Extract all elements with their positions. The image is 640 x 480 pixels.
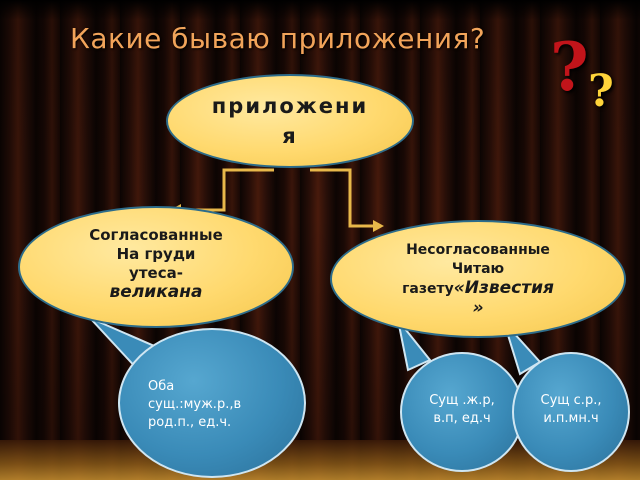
root-node-label-line2: я (282, 124, 298, 148)
curtain-valance (0, 0, 640, 20)
page-title: Какие бываю приложения? (70, 22, 486, 55)
connector-right-arrow (310, 168, 376, 228)
callout-line: и.п.мн.ч (543, 411, 599, 426)
unagreed-node: Несогласованные Читаю газету«Известия » (330, 220, 626, 338)
callout-line: Оба (148, 379, 175, 394)
callout-bubble-agreed: Оба сущ.:муж.р.,в род.п., ед.ч. (118, 328, 306, 478)
callout-bubble-newspaper: Сущ .ж.р, в.п, ед.ч (400, 352, 524, 472)
question-mark-red-icon: ? (550, 28, 589, 106)
unagreed-node-example-word: газету (402, 280, 454, 297)
unagreed-node-example-line2: газету«Известия (402, 277, 554, 299)
agreed-node-example-line1: На груди (116, 245, 196, 263)
callout-line: Сущ с.р., (540, 393, 602, 408)
callout-line: в.п, ед.ч (433, 411, 491, 426)
agreed-node-example-line2: утеса- (129, 264, 183, 282)
bubble-tail-2 (397, 319, 432, 372)
agreed-node: Согласованные На груди утеса- великана (18, 206, 294, 328)
callout-bubble-agreed-text: Оба сущ.:муж.р.,в род.п., ед.ч. (148, 378, 288, 432)
question-mark-yellow-icon: ? (588, 66, 614, 117)
callout-line: сущ.:муж.р.,в (148, 397, 242, 412)
callout-line: Сущ .ж.р, (429, 393, 495, 408)
root-node: приложени я (166, 74, 414, 168)
root-node-label-line1: приложени (211, 94, 369, 118)
unagreed-node-example-title: «Известия (453, 277, 554, 298)
agreed-node-heading: Согласованные (89, 226, 223, 244)
unagreed-node-heading: Несогласованные (406, 241, 550, 258)
callout-bubble-title: Сущ с.р., и.п.мн.ч (512, 352, 630, 472)
unagreed-node-example-line1: Читаю (451, 260, 505, 277)
arrowhead-right (373, 220, 384, 232)
agreed-node-example-line3: великана (109, 282, 203, 302)
callout-bubble-title-text: Сущ с.р., и.п.мн.ч (514, 392, 628, 428)
connector-left-arrow (178, 168, 274, 212)
callout-bubble-newspaper-text: Сущ .ж.р, в.п, ед.ч (402, 392, 522, 428)
callout-line: род.п., ед.ч. (148, 415, 232, 430)
unagreed-node-example-close-quote: » (472, 297, 484, 318)
